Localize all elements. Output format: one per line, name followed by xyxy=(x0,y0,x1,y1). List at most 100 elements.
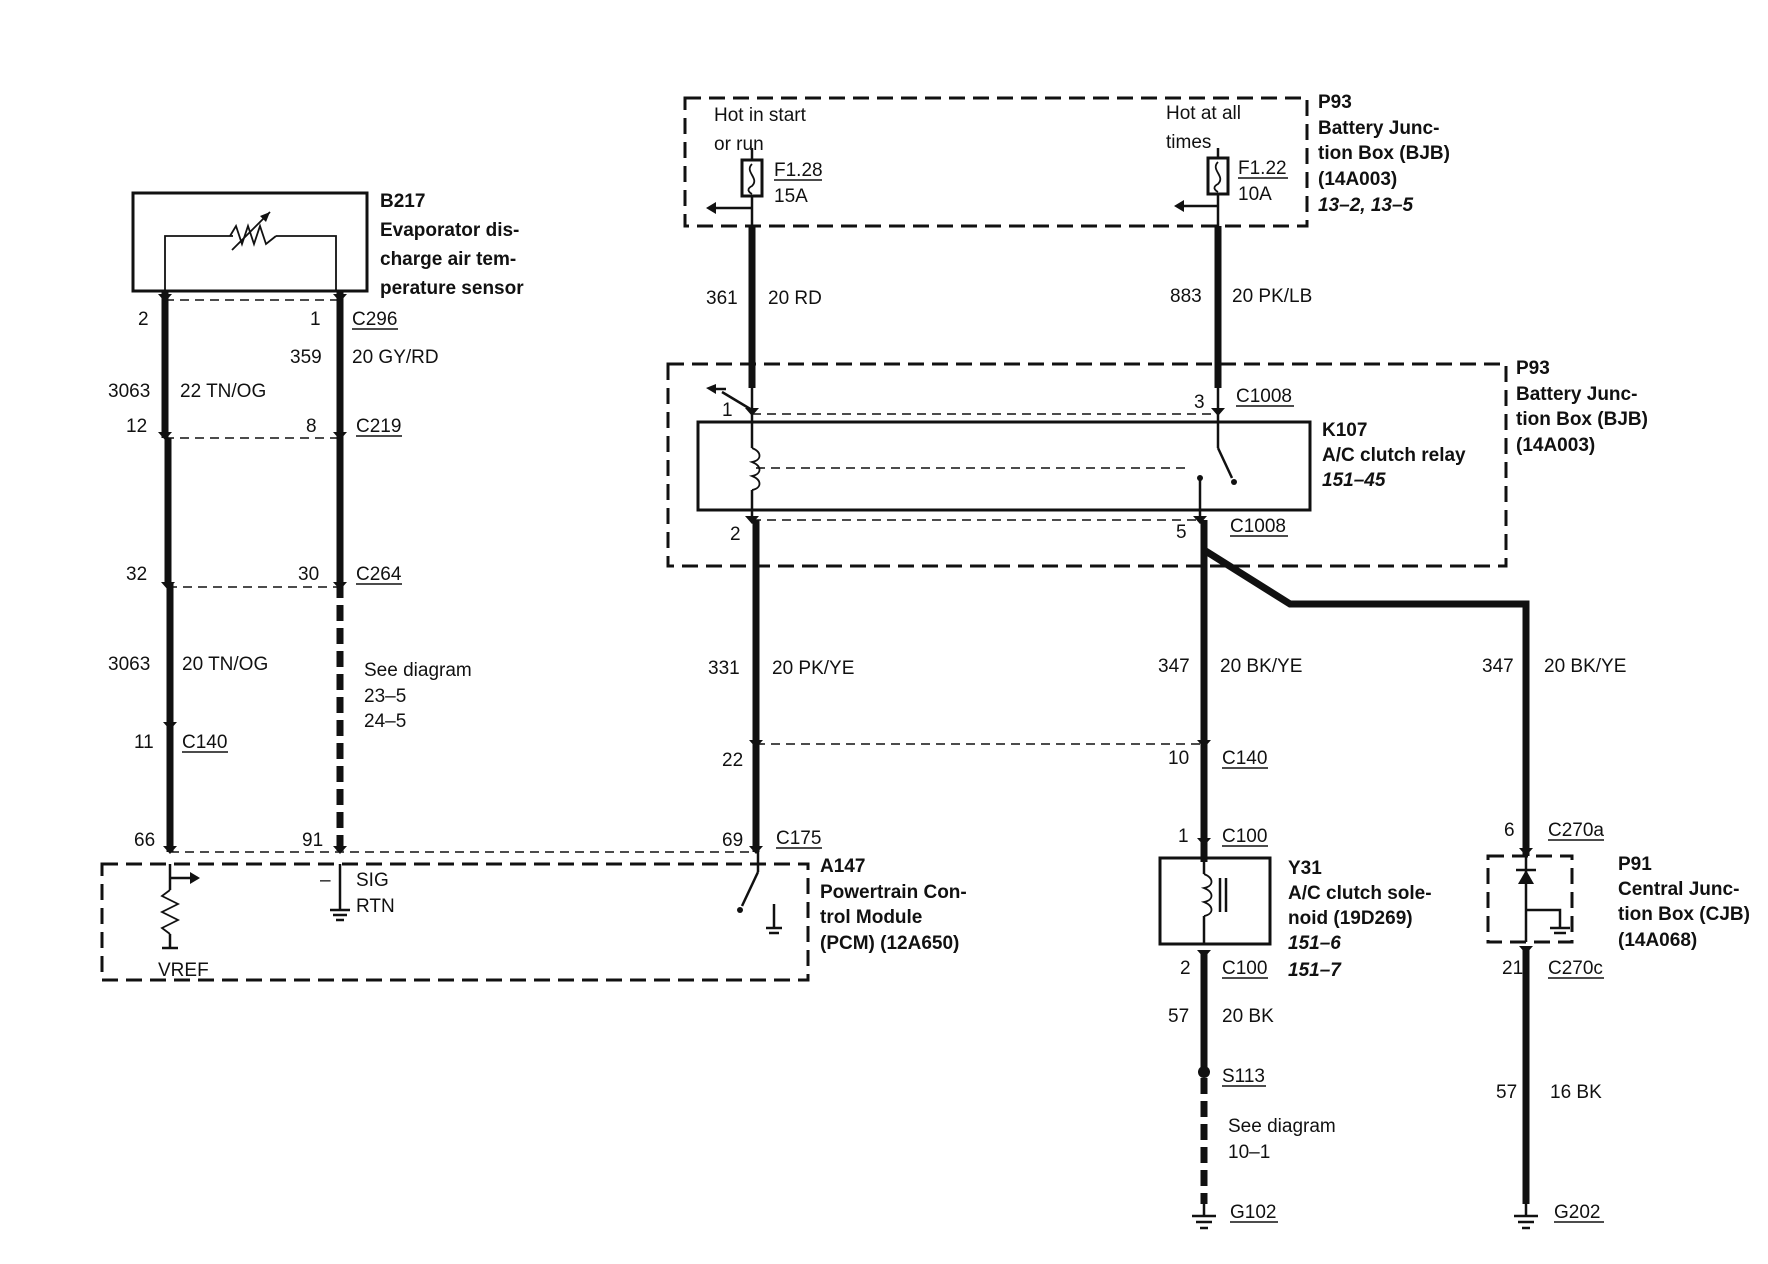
b217-id: B217 xyxy=(380,191,425,212)
b217-line2: charge air tem- xyxy=(380,249,516,270)
see-diagram-ref-23-5: 23–5 xyxy=(364,686,406,707)
pin-c219-12: 12 xyxy=(126,416,147,437)
pin-c270a-6: 6 xyxy=(1504,820,1515,841)
wire-circuit-347-a: 347 xyxy=(1158,656,1190,677)
connector-c219: C219 xyxy=(356,416,401,437)
connector-c270a: C270a xyxy=(1548,820,1604,841)
wire-spec-16-bk: 16 BK xyxy=(1550,1082,1602,1103)
ground-g102-icon xyxy=(1192,1204,1216,1230)
wire-spec-20-pk-ye: 20 PK/YE xyxy=(772,658,854,679)
k107-id: K107 xyxy=(1322,420,1367,441)
wire-circuit-57-a: 57 xyxy=(1168,1006,1189,1027)
connector-c270c: C270c xyxy=(1548,958,1603,979)
p93-mid-id: P93 xyxy=(1516,358,1550,379)
pin-c264-32: 32 xyxy=(126,564,147,585)
pin-b217-1: 1 xyxy=(310,309,321,330)
pin-k107-1: 1 xyxy=(722,400,733,421)
connector-c264: C264 xyxy=(356,564,402,585)
wire-spec-20-rd: 20 RD xyxy=(768,288,822,309)
wire-spec-22-tn-og: 22 TN/OG xyxy=(180,381,266,402)
fuse-f1-22-rating: 10A xyxy=(1238,184,1272,205)
connector-s113: S113 xyxy=(1222,1066,1265,1087)
p93-mid-line1: Battery Junc- xyxy=(1516,384,1637,405)
p93-top-id: P93 xyxy=(1318,92,1352,113)
pin-c100-2: 2 xyxy=(1180,958,1191,979)
k107-line1: A/C clutch relay xyxy=(1322,445,1466,466)
connector-c175: C175 xyxy=(776,828,821,849)
thermistor-symbol xyxy=(229,223,277,247)
p91-line3: (14A068) xyxy=(1618,930,1697,951)
hot-start-label-1: Hot in start xyxy=(714,105,807,126)
wire-circuit-3063-b: 3063 xyxy=(108,654,150,675)
b217-line1: Evaporator dis- xyxy=(380,220,519,241)
connector-g202: G202 xyxy=(1554,1202,1600,1223)
wire-circuit-361: 361 xyxy=(706,288,738,309)
pin-k107-2: 2 xyxy=(730,524,741,545)
see-diagram-note-2: See diagram xyxy=(1228,1116,1336,1137)
pin-c219-8: 8 xyxy=(306,416,317,437)
ground-g202-icon xyxy=(1514,1204,1538,1230)
y31-body xyxy=(1158,856,1272,946)
left-wires xyxy=(158,291,347,854)
a147-line1: Powertrain Con- xyxy=(820,882,967,903)
y31-solenoid: 1 C100 2 C100 Y31 A/C clutch sole- noid … xyxy=(1158,826,1432,981)
wire-spec-20-gy-rd: 20 GY/RD xyxy=(352,347,439,368)
b217-line3: perature sensor xyxy=(380,278,524,299)
a147-line2: trol Module xyxy=(820,907,922,928)
wire-circuit-3063-a: 3063 xyxy=(108,381,150,402)
p93-top-ref: 13–2, 13–5 xyxy=(1318,195,1414,216)
y31-ref2: 151–7 xyxy=(1288,960,1342,981)
pin-c140-10: 10 xyxy=(1168,748,1189,769)
k107-ref: 151–45 xyxy=(1322,470,1386,491)
wire-spec-20-pk-lb: 20 PK/LB xyxy=(1232,286,1312,307)
pin-k107-5: 5 xyxy=(1176,522,1187,543)
wire-circuit-347-b: 347 xyxy=(1482,656,1514,677)
a147-line3: (PCM) (12A650) xyxy=(820,933,959,954)
connector-c296: C296 xyxy=(352,309,397,330)
pcm-sig-label: SIG xyxy=(356,870,389,891)
p91-line1: Central Junc- xyxy=(1618,879,1739,900)
fuse-f1-22-name: F1.22 xyxy=(1238,158,1287,179)
pin-pcm-69: 69 xyxy=(722,830,743,851)
p91-line2: tion Box (CJB) xyxy=(1618,904,1750,925)
y31-ref1: 151–6 xyxy=(1288,933,1341,954)
k107-relay-box: 1 3 C1008 2 5 C1008 K107 A/C clutch rela… xyxy=(666,358,1648,568)
pin-b217-2: 2 xyxy=(138,309,149,330)
wire-circuit-359: 359 xyxy=(290,347,322,368)
p93-top-line3: (14A003) xyxy=(1318,169,1397,190)
see-diagram-ref-10-1: 10–1 xyxy=(1228,1142,1270,1163)
hot-start-label-2: or run xyxy=(714,134,764,155)
p91-id: P91 xyxy=(1618,854,1652,875)
y31-line2: noid (19D269) xyxy=(1288,908,1413,929)
hot-all-label-2: times xyxy=(1166,132,1211,153)
pcm-vref-label: VREF xyxy=(158,960,209,981)
wire-spec-20-bk-ye-b: 20 BK/YE xyxy=(1544,656,1626,677)
pcm-rtn-label: RTN xyxy=(356,896,395,917)
p91-cjb: 6 C270a 21 C270c P91 Central Junc- tion … xyxy=(1486,820,1750,979)
wire-circuit-883: 883 xyxy=(1170,286,1202,307)
a147-id: A147 xyxy=(820,856,865,877)
splice-s113 xyxy=(1198,1066,1210,1078)
pcm-module: VREF – SIG RTN A147 Powertrain Con- trol… xyxy=(100,851,967,982)
connector-c1008-a: C1008 xyxy=(1236,386,1292,407)
fuse-f1-28-rating: 15A xyxy=(774,186,808,207)
see-diagram-note-1: See diagram xyxy=(364,660,472,681)
k107-relay-body xyxy=(696,420,1312,512)
wire-spec-20-tn-og: 20 TN/OG xyxy=(182,654,268,675)
connector-c140-b: C140 xyxy=(1222,748,1267,769)
connector-c100-a: C100 xyxy=(1222,826,1267,847)
wire-spec-20-bk: 20 BK xyxy=(1222,1006,1274,1027)
wire-circuit-331: 331 xyxy=(708,658,740,679)
pin-pcm-66: 66 xyxy=(134,830,155,851)
p93-mid-line2: tion Box (BJB) xyxy=(1516,409,1648,430)
pin-k107-3: 3 xyxy=(1194,392,1205,413)
b217-sensor: B217 Evaporator dis- charge air tem- per… xyxy=(131,191,524,299)
fuse-f1-28-name: F1.28 xyxy=(774,160,823,181)
pin-c140-22: 22 xyxy=(722,750,743,771)
connector-c100-b: C100 xyxy=(1222,958,1267,979)
pin-c100-1: 1 xyxy=(1178,826,1189,847)
pin-c140-11: 11 xyxy=(134,732,154,753)
hot-all-label-1: Hot at all xyxy=(1166,103,1241,124)
p93-top-line1: Battery Junc- xyxy=(1318,118,1439,139)
